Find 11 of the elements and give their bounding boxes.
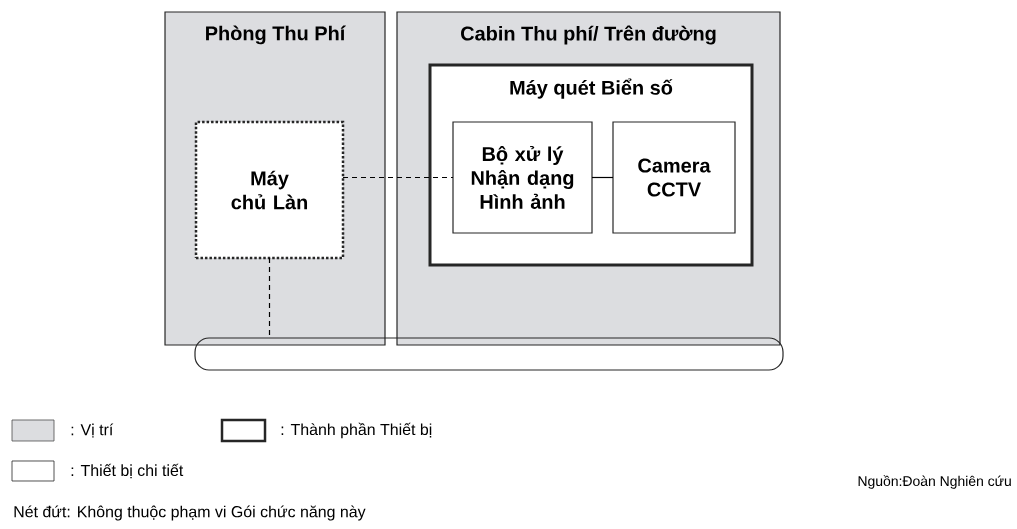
device-box: Bộ xử lý Nhận dạng Hình ảnh — [452, 121, 593, 234]
server-box: Máy chủ Làn — [194, 120, 345, 260]
connector-line — [591, 176, 614, 179]
source-note: Nguồn:Đoàn Nghiên cứu — [858, 475, 1011, 489]
legend-text: : Vị trí — [71, 423, 114, 438]
connector-line — [342, 176, 454, 179]
network-bus — [194, 337, 784, 371]
legend-text: : Thiết bị chi tiết — [71, 463, 184, 479]
note-text: Nét đứt: Không thuộc phạm vi Gói chức năng này — [14, 505, 366, 521]
legend-text: : Thành phần Thiết bị — [281, 422, 432, 439]
device-box: Camera CCTV — [612, 121, 736, 234]
